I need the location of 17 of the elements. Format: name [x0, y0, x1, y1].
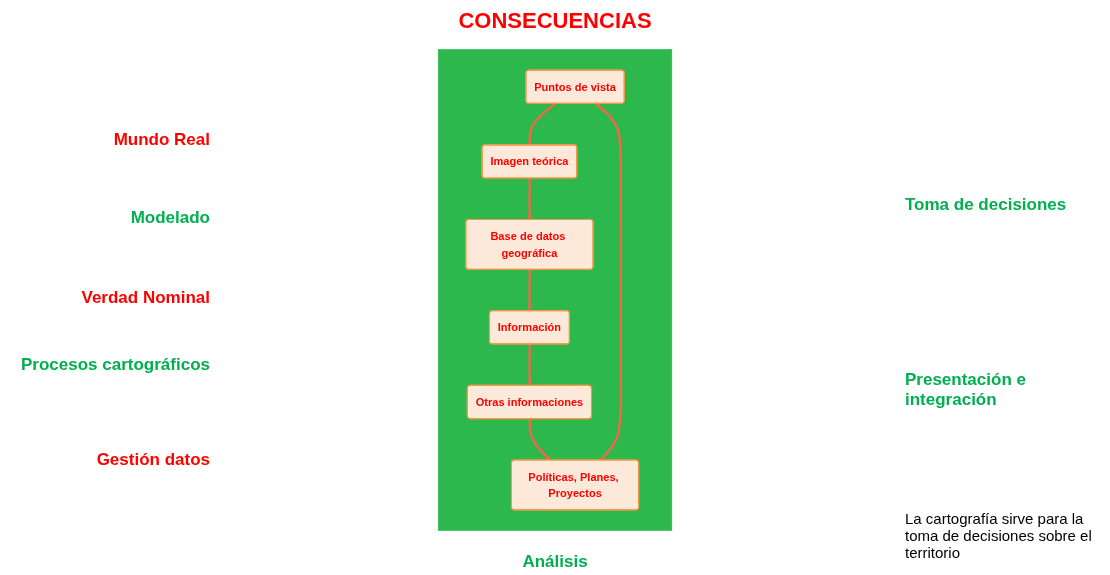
arrow: [527, 102, 556, 146]
arrow: [595, 103, 622, 462]
cluster: [437, 49, 673, 531]
side-label: Análisis: [521, 552, 589, 572]
arrow: [527, 344, 533, 386]
arrow: [527, 178, 533, 220]
diagram-title: CONSECUENCIAS: [457, 8, 653, 34]
side-label: Mundo Real: [112, 130, 210, 150]
arrow: [528, 418, 551, 461]
arrow: [527, 269, 533, 312]
side-label: Verdad Nominal: [80, 288, 210, 308]
side-label: Procesos cartográficos: [20, 355, 210, 375]
note-text: La cartografía sirve para la toma de decisiones sobre el territorio: [905, 510, 1093, 561]
side-label: Modelado: [129, 208, 210, 228]
side-label: Gestión datos: [95, 450, 210, 470]
side-label: Toma de decisiones: [905, 195, 1068, 215]
side-label: Presentación e integración: [905, 370, 1027, 410]
